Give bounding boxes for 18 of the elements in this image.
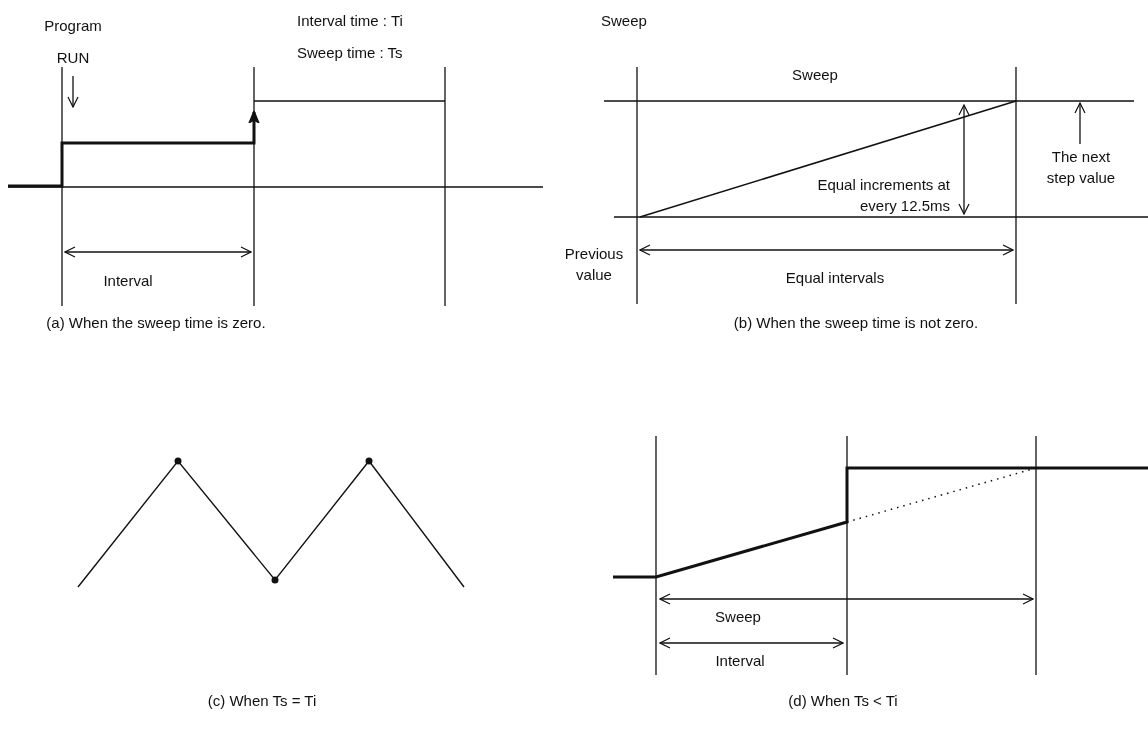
leader-arrow: [67, 75, 79, 108]
section-title: Sweep: [601, 11, 647, 31]
sweep-label: Sweep: [792, 65, 838, 85]
leader-arrow: [1074, 102, 1086, 145]
figure-caption: (a) When the sweep time is zero.: [46, 313, 266, 333]
figure-caption: (c) When Ts = Ti: [207, 691, 317, 711]
signal-label: The next step value: [1036, 146, 1126, 188]
annotation-text: Equal increments at every 12.5ms: [816, 175, 950, 216]
sweep-label: Sweep: [715, 607, 761, 627]
figure-caption: (b) When the sweep time is not zero.: [733, 313, 979, 333]
interval-label: Equal intervals: [785, 268, 885, 288]
legend-text: Interval time : Ti: [297, 11, 403, 31]
figure-caption: (d) When Ts < Ti: [788, 691, 898, 711]
interval-label: Interval: [715, 651, 765, 671]
annotation-text: Previous value: [563, 244, 625, 285]
legend-text: Sweep time : Ts: [297, 43, 403, 63]
signal-label: Program RUN: [28, 10, 118, 74]
interval-label: Interval: [103, 271, 153, 291]
